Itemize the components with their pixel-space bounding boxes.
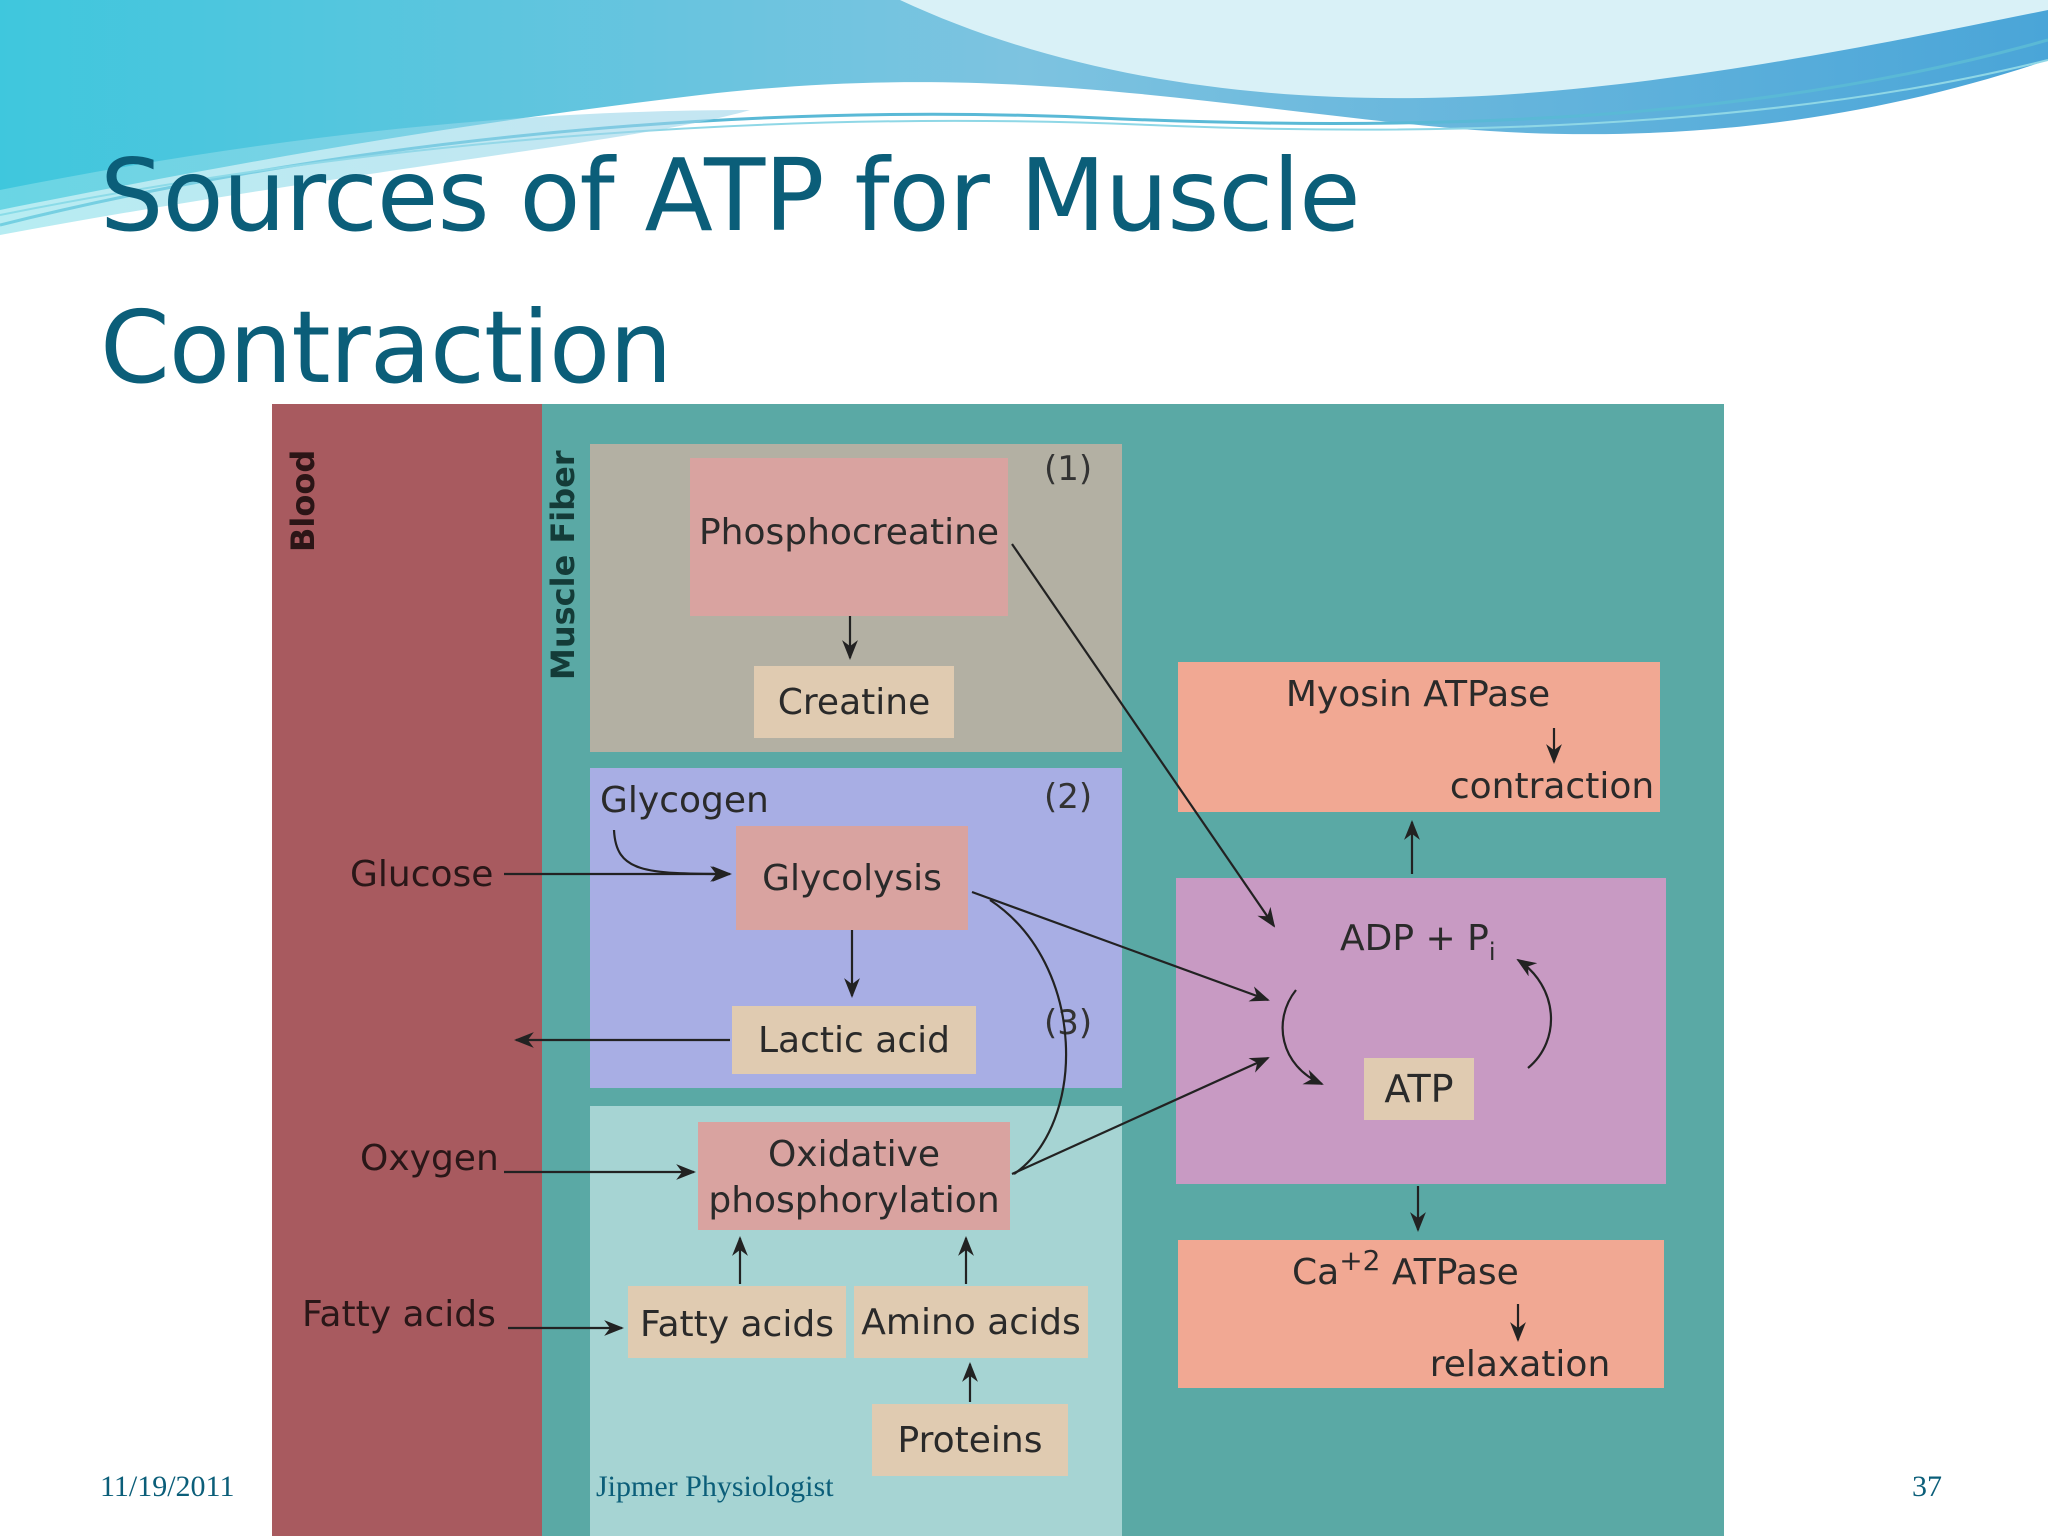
creatine-label: Creatine xyxy=(778,682,930,723)
fatty-acids-fiber-label: Fatty acids xyxy=(640,1304,834,1345)
ca-atpase-box xyxy=(1178,1240,1664,1388)
top-wave-light xyxy=(0,110,750,235)
marker-3: (3) xyxy=(1044,1003,1092,1043)
lactic-acid-label: Lactic acid xyxy=(758,1020,950,1061)
slide-title-line2: Contraction xyxy=(100,289,673,406)
adp-pi-label: ADP + Pi xyxy=(1340,918,1496,966)
adp-pi-main: ADP + P xyxy=(1340,918,1489,959)
atp-sources-diagram: Blood Muscle Fiber (1) (2) (3) Phosphocr… xyxy=(272,404,1724,1536)
amino-acids-label: Amino acids xyxy=(861,1302,1080,1343)
arrow-atp-to-adp-cycle xyxy=(1516,958,1553,1069)
slide-title: Sources of ATP for Muscle Contraction xyxy=(100,120,1600,424)
marker-2: (2) xyxy=(1044,777,1092,817)
adp-pi-subscript: i xyxy=(1489,938,1496,966)
arrow-phosphocreatine-to-adp xyxy=(1011,543,1276,928)
ca-prefix: Ca xyxy=(1292,1252,1339,1293)
top-wave-highlight xyxy=(900,0,2048,99)
contraction-label: contraction xyxy=(1450,766,1654,807)
blood-panel xyxy=(272,404,542,1536)
oxidative-label-line2: phosphorylation xyxy=(708,1180,999,1221)
atp-label: ATP xyxy=(1384,1067,1453,1111)
proteins-label: Proteins xyxy=(898,1420,1043,1461)
lactic-acid-box xyxy=(732,1006,976,1074)
footer-date: 11/19/2011 xyxy=(100,1470,235,1503)
proteins-box xyxy=(872,1404,1068,1476)
glycolysis-label: Glycolysis xyxy=(762,858,942,899)
arrows xyxy=(504,543,1562,1402)
ca-atpase-suffix: ATPase xyxy=(1380,1252,1518,1293)
arrow-3-glycolysis-to-oxidative xyxy=(989,899,1068,1175)
ca-atpase-label: Ca+2 ATPase xyxy=(1292,1244,1519,1293)
glycolysis-box xyxy=(736,826,968,930)
marker-1: (1) xyxy=(1044,449,1092,489)
relaxation-label: relaxation xyxy=(1430,1344,1611,1385)
ca-superscript: +2 xyxy=(1339,1244,1380,1277)
arrow-glycolysis-to-adp xyxy=(971,890,1270,1002)
label-muscle-fiber: Muscle Fiber xyxy=(544,450,582,680)
glucose-label: Glucose xyxy=(350,854,493,895)
amino-acids-box xyxy=(854,1286,1088,1358)
slide-title-line1: Sources of ATP for Muscle xyxy=(100,137,1361,254)
arrow-adp-to-atp-cycle xyxy=(1281,989,1324,1086)
oxidative-box xyxy=(698,1122,1010,1230)
creatine-box xyxy=(754,666,954,738)
oxidative-label-line1: Oxidative xyxy=(768,1134,940,1175)
atp-box xyxy=(1364,1058,1474,1120)
myosin-atpase-box xyxy=(1178,662,1660,812)
arrow-glycogen-to-glycolysis xyxy=(612,829,730,882)
page-number: 37 xyxy=(1912,1470,1942,1503)
arrow-oxidative-to-atp xyxy=(1011,1056,1270,1176)
footer-author: Jipmer Physiologist xyxy=(596,1470,834,1503)
oxygen-label: Oxygen xyxy=(360,1138,499,1179)
glycogen-label: Glycogen xyxy=(600,780,769,821)
phosphocreatine-label: Phosphocreatine xyxy=(699,512,999,553)
atp-region xyxy=(1176,878,1666,1184)
fatty-acids-blood-label: Fatty acids xyxy=(302,1294,496,1335)
phosphocreatine-box xyxy=(690,458,1008,616)
myosin-atpase-label: Myosin ATPase xyxy=(1286,674,1550,715)
label-blood: Blood xyxy=(284,450,322,552)
fatty-acids-fiber-box xyxy=(628,1286,846,1358)
